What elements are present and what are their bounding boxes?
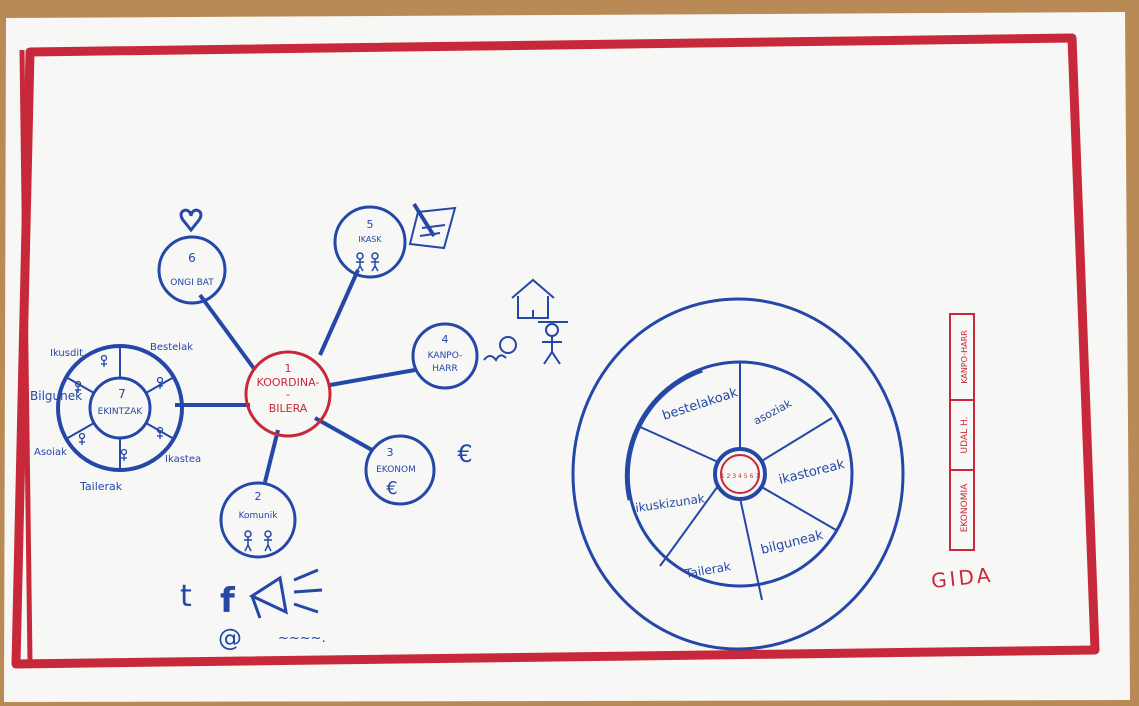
- center-node-line2: -: [286, 388, 290, 401]
- wheel-spokes: [637, 362, 837, 601]
- node-5-label: IKASK: [358, 235, 382, 244]
- house-icon: [511, 278, 555, 319]
- people-icon: [74, 354, 164, 461]
- gida-tab-kanpo-harr: KANPO-HARR: [960, 330, 969, 384]
- node-7-spokes: [65, 346, 175, 470]
- node-3-euro-symbol: €: [386, 478, 397, 499]
- people-icon: [356, 252, 379, 272]
- ring-label-bottom-left: Asoiak: [34, 447, 67, 458]
- center-node: 1 KOORDINA- - BILERA: [244, 350, 332, 438]
- ring-label-top-left: Ikusdit: [50, 348, 83, 359]
- node-6: 6 ONGI BAT: [157, 208, 227, 305]
- paper-sheet: [4, 12, 1130, 702]
- node-2-number: 2: [255, 490, 262, 503]
- heart-icon: [179, 208, 203, 233]
- twitter-icon: t: [180, 579, 192, 614]
- node-4-line2: HARR: [432, 364, 457, 374]
- megaphone-icon: [248, 568, 323, 619]
- node-5-number: 5: [367, 218, 374, 231]
- euro-icon: €: [457, 440, 472, 468]
- scribble-text: ~~~~.: [278, 631, 326, 646]
- wheel-outer-ring: [571, 297, 905, 651]
- node-2: 2 Komunik: [219, 481, 297, 559]
- ring-label-top-right: Bestelak: [150, 342, 193, 353]
- node-4-line1: KANPO-: [428, 351, 463, 361]
- node-7: 7 EKINTZAK Ikusdit Bestelak Bilgunek Aso…: [30, 342, 201, 493]
- node-5: 5 IKASK: [333, 202, 457, 279]
- center-node-line3: BILERA: [269, 402, 308, 415]
- node-6-label: ONGI BAT: [170, 278, 214, 288]
- node-6-number: 6: [188, 251, 196, 265]
- ring-label-bottom: Tailerak: [79, 480, 123, 493]
- node-3-number: 3: [387, 446, 394, 459]
- center-node-line1: KOORDINA-: [257, 376, 320, 389]
- node-4: 4 KANPO- HARR: [411, 278, 568, 390]
- ring-label-bottom-right: Ikastea: [165, 454, 201, 465]
- mind-map: 1 KOORDINA- - BILERA 6 ONGI BAT 5 IKASK: [30, 202, 568, 652]
- gida-tab-ekonomia: EKONOMIA: [960, 483, 970, 532]
- at-icon: @: [218, 624, 242, 652]
- center-node-number: 1: [285, 362, 292, 375]
- person-icon: [538, 321, 568, 365]
- document-pen-icon: [408, 202, 457, 250]
- node-4-number: 4: [442, 333, 449, 346]
- node-3: 3 EKONOM € €: [364, 434, 473, 506]
- wheel-hub: [713, 447, 767, 501]
- node-2-label: Komunik: [239, 511, 279, 521]
- people-icon: [244, 530, 272, 552]
- wheel-hub-inner: [720, 454, 760, 494]
- red-border: [11, 33, 1100, 669]
- red-border-left-edge: [19, 49, 33, 663]
- gida-tab-box: [949, 313, 975, 551]
- speech-icon: [483, 336, 517, 362]
- node-3-label: EKONOM: [376, 465, 416, 475]
- node-7-label: EKINTZAK: [98, 407, 144, 417]
- wheel-highlight-arc: [624, 367, 703, 501]
- ring-label-left: Bilgunek: [30, 389, 82, 403]
- facebook-icon: f: [220, 581, 236, 621]
- media-icons: t f @ ~~~~.: [180, 568, 326, 652]
- gida-tab-udal: UDAL H.: [960, 417, 970, 454]
- mind-map-connectors: [175, 269, 416, 483]
- wheel-hub-marks: 1 2 3 4 5 6 7: [721, 473, 759, 480]
- node-7-number: 7: [118, 387, 126, 401]
